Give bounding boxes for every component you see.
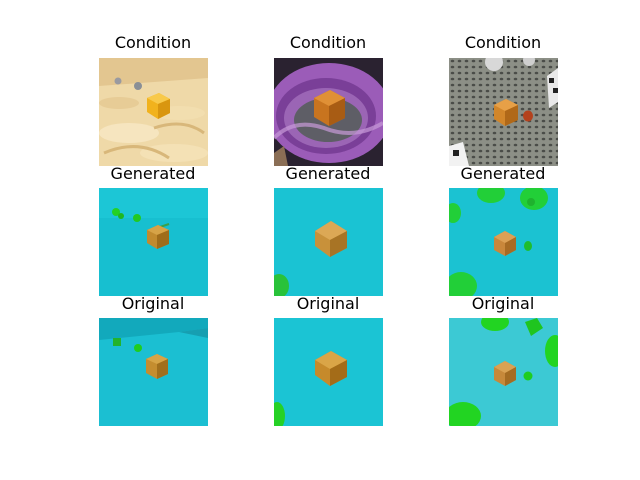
panel-title: Original [296,294,360,313]
original-image-3 [449,318,558,426]
condition-image-3 [449,58,558,166]
condition-image-2 [274,58,383,166]
panel-title: Original [471,294,535,313]
panel-title: Condition [114,33,192,52]
generated-image-1 [99,188,208,296]
original-image-2 [274,318,383,426]
original-image-1 [99,318,208,426]
panel-title: Original [121,294,185,313]
panel-title: Generated [110,164,196,183]
generated-image-2 [274,188,383,296]
generated-image-3 [449,188,558,296]
panel-title: Generated [285,164,371,183]
panel-title: Condition [464,33,542,52]
panel-title: Generated [460,164,546,183]
condition-image-1 [99,58,208,166]
panel-title: Condition [289,33,367,52]
